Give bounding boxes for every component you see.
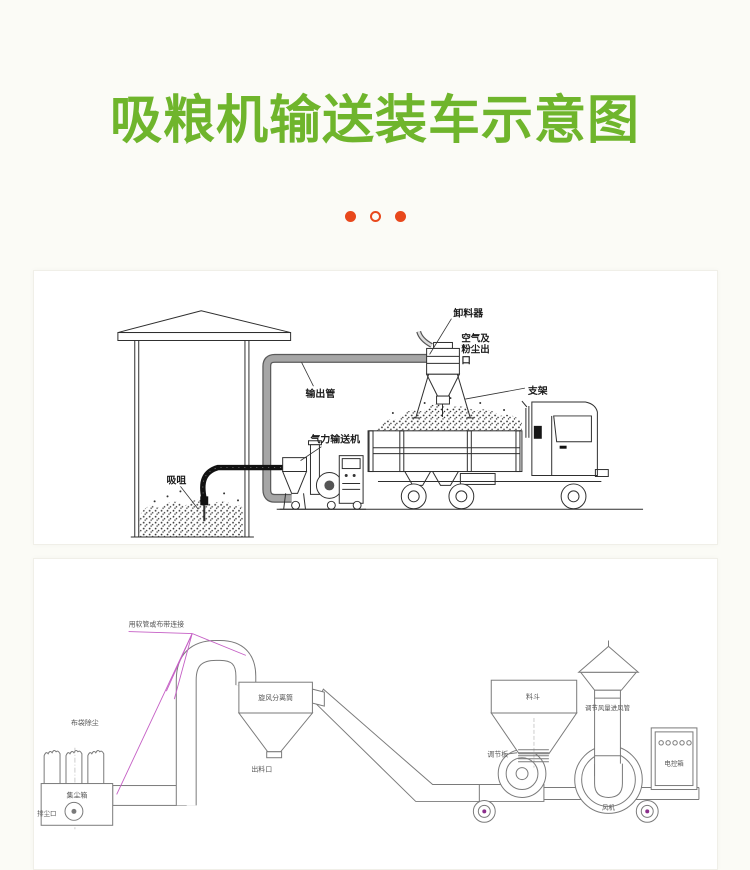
diagram-card-machine: 用软管或布带连接 布袋除尘 集尘箱 排尘口 旋风分离筒 出料口 料斗 调节板 调… <box>33 558 718 870</box>
cyclone-separator <box>237 681 325 759</box>
filter-bags <box>43 750 105 784</box>
label-bag-dust-filter: 布袋除尘 <box>71 718 99 727</box>
truck <box>279 400 644 510</box>
diagram2-labels: 用软管或布带连接 布袋除尘 集尘箱 排尘口 旋风分离筒 出料口 料斗 调节板 调… <box>37 620 684 818</box>
carousel-dots <box>0 211 750 222</box>
output-pipe <box>262 353 430 503</box>
label-unloader: 卸料器 <box>453 307 484 320</box>
suction-hose <box>200 464 289 503</box>
wheel-left <box>472 799 496 823</box>
riser-pipe <box>175 639 257 806</box>
label-pneumatic-conveyor: 气力输送机 <box>309 433 360 446</box>
bottom-duct <box>112 785 187 806</box>
label-air-dust-3: 口 <box>461 355 470 366</box>
grain-pile-on-truck <box>375 397 522 431</box>
label-fan: 风机 <box>602 802 615 811</box>
carousel-dot-2[interactable] <box>369 211 381 222</box>
diagram1-labels: 卸料器 空气及 粉尘出 口 支架 输出管 气力输送机 吸咀 <box>167 307 548 510</box>
electric-control-box <box>650 727 698 791</box>
grain-pile-indoor <box>139 490 244 538</box>
machine-diagram-svg: 用软管或布带连接 布袋除尘 集尘箱 排尘口 旋风分离筒 出料口 料斗 调节板 调… <box>37 620 700 830</box>
label-air-dust-2: 粉尘出 <box>461 343 489 355</box>
label-dust-collection-box: 集尘箱 <box>67 790 88 799</box>
label-dust-discharge-port: 排尘口 <box>37 808 56 817</box>
label-discharge-outlet: 出料口 <box>251 765 272 774</box>
label-output-pipe: 输出管 <box>306 387 336 400</box>
carousel-dot-1[interactable] <box>344 211 356 222</box>
label-air-intake-pipe: 调节风量进风管 <box>585 703 631 712</box>
discharger-cyclone <box>416 330 461 417</box>
hopper <box>490 679 578 768</box>
wheel-right <box>635 799 659 823</box>
label-air-dust-1: 空气及 <box>461 332 490 344</box>
label-hose-connection: 用软管或布带连接 <box>129 620 185 629</box>
loading-diagram-svg: 卸料器 空气及 粉尘出 口 支架 输出管 气力输送机 吸咀 <box>117 307 644 538</box>
label-adjusting-plate: 调节板 <box>487 750 508 759</box>
label-electric-control-box: 电控箱 <box>664 759 684 768</box>
annotation-lines <box>116 631 247 795</box>
fan-unit <box>574 689 643 814</box>
suction-nozzle <box>200 496 209 522</box>
label-cyclone-separator: 旋风分离筒 <box>258 693 293 702</box>
adjusting-plate-grate <box>518 749 549 763</box>
label-hopper: 料斗 <box>526 692 540 701</box>
pneumatic-conveyor-machine <box>276 440 367 510</box>
label-suction-nozzle: 吸咀 <box>167 474 187 486</box>
diagram-card-loading: 卸料器 空气及 粉尘出 口 支架 输出管 气力输送机 吸咀 <box>33 270 718 545</box>
dust-discharge-port <box>64 801 84 821</box>
intake-cap <box>577 640 640 691</box>
label-bracket: 支架 <box>527 384 548 397</box>
carousel-dot-3[interactable] <box>394 211 406 222</box>
page-title: 吸粮机输送装车示意图 <box>109 91 640 151</box>
